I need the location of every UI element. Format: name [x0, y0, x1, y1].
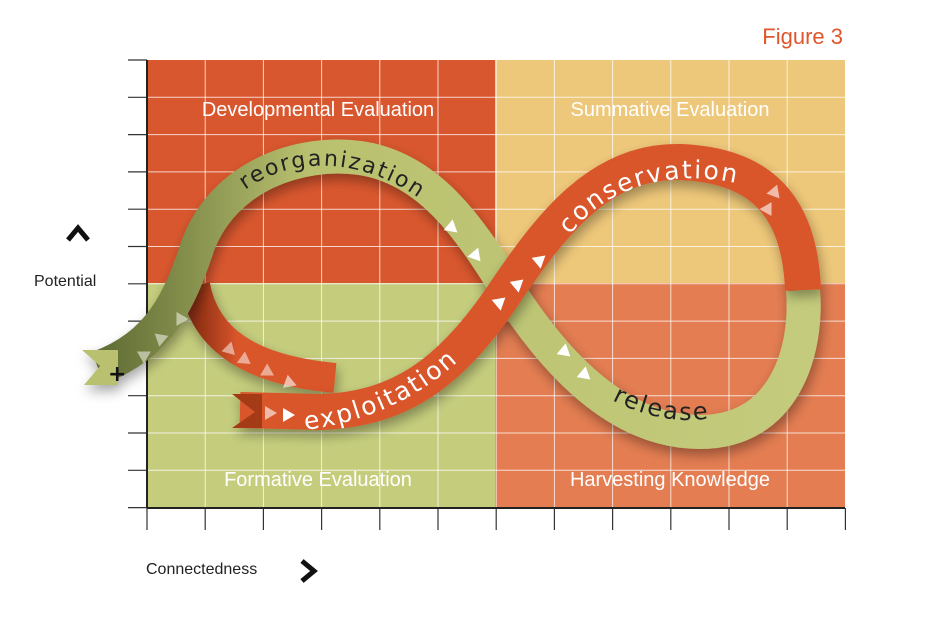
axis-ticks	[128, 59, 847, 530]
chevron-right-icon	[300, 559, 318, 583]
triangle-arrow-icon	[556, 343, 571, 357]
red-ribbon	[232, 143, 821, 431]
label-developmental-evaluation: Developmental Evaluation	[202, 99, 434, 121]
triangle-arrow-icon	[282, 374, 297, 388]
triangle-arrow-icon	[283, 408, 295, 422]
triangle-arrow-icon	[576, 366, 591, 380]
label-summative-evaluation: Summative Evaluation	[571, 99, 770, 121]
entry-plus-symbol: +	[108, 362, 126, 387]
triangle-arrow-icon	[491, 297, 506, 311]
label-harvesting-knowledge: Harvesting Knowledge	[570, 469, 770, 491]
chevron-up-icon	[66, 224, 90, 242]
y-axis-label: Potential	[34, 273, 97, 290]
triangle-arrow-icon	[759, 202, 772, 217]
triangle-arrow-icon	[766, 184, 780, 199]
triangle-arrow-icon	[531, 255, 546, 269]
triangle-arrow-icon	[443, 219, 458, 233]
red-ribbon-left-arrow	[180, 281, 337, 393]
triangle-arrow-icon	[154, 333, 169, 347]
triangle-arrow-icon	[509, 279, 524, 293]
triangle-arrow-icon	[136, 351, 151, 364]
triangle-arrow-icon	[221, 341, 235, 355]
triangle-arrow-icon	[236, 351, 251, 365]
triangle-arrow-icon	[176, 311, 189, 326]
triangle-arrow-icon	[265, 406, 277, 420]
direction-arrows	[136, 184, 780, 422]
label-formative-evaluation: Formative Evaluation	[224, 469, 412, 491]
green-ribbon	[82, 139, 821, 450]
x-axis-label: Connectedness	[146, 561, 258, 578]
triangle-arrow-icon	[467, 247, 481, 262]
triangle-arrow-icon	[260, 363, 275, 376]
figure-title: Figure 3	[762, 24, 843, 49]
